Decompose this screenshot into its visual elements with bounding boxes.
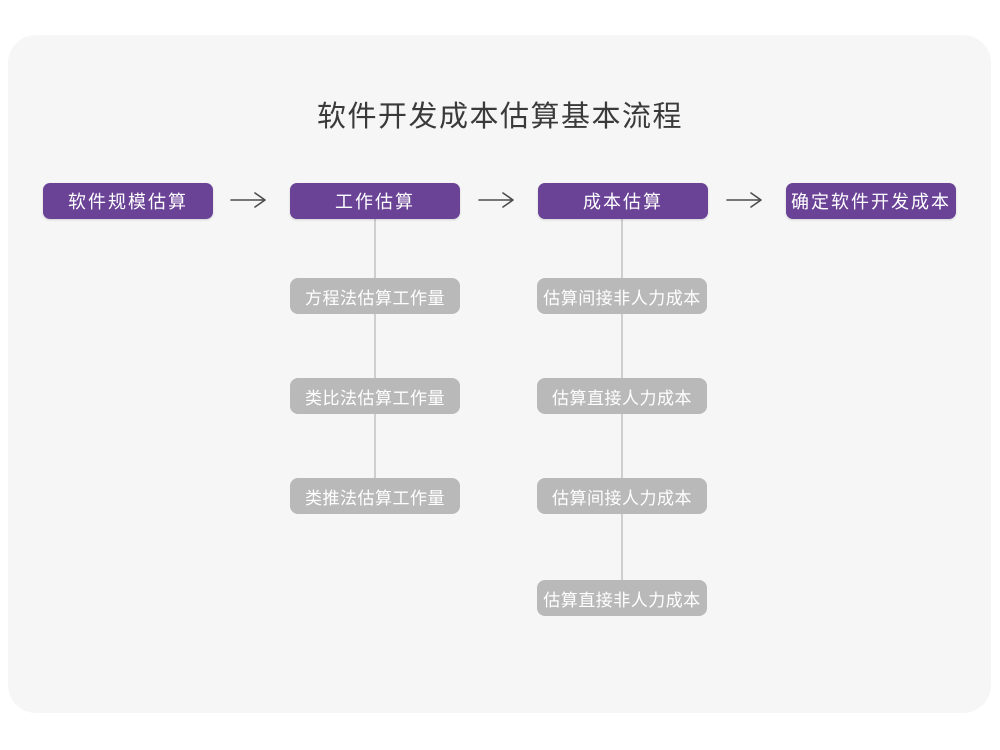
method-analogy-workload: 类比法估算工作量 [290,378,460,414]
stage-label: 软件规模估算 [68,192,188,212]
stage-label: 确定软件开发成本 [791,192,951,212]
sub-node-label: 类比法估算工作量 [305,388,445,408]
right-arrow-icon [726,192,762,208]
stage-label: 工作估算 [335,192,415,212]
connector-line-cost-column [621,218,623,616]
diagram-card-background [8,35,991,713]
sub-node-label: 类推法估算工作量 [305,488,445,508]
diagram-title: 软件开发成本估算基本流程 [316,101,683,133]
cost-direct-labor: 估算直接人力成本 [537,378,707,414]
sub-node-label: 估算直接人力成本 [552,388,692,408]
sub-node-label: 估算间接人力成本 [552,488,692,508]
cost-indirect-non-labor: 估算间接非人力成本 [537,278,707,314]
stage-software-size-estimation: 软件规模估算 [43,183,213,219]
sub-node-label: 估算间接非人力成本 [543,288,701,308]
stage-cost-estimation: 成本估算 [538,183,708,219]
stage-label: 成本估算 [583,192,663,212]
cost-indirect-labor: 估算间接人力成本 [537,478,707,514]
stage-final-development-cost: 确定软件开发成本 [786,183,956,219]
method-equation-workload: 方程法估算工作量 [290,278,460,314]
method-extrapolation-workload: 类推法估算工作量 [290,478,460,514]
stage-effort-estimation: 工作估算 [290,183,460,219]
sub-node-label: 估算直接非人力成本 [543,590,701,610]
cost-direct-non-labor: 估算直接非人力成本 [537,580,707,616]
connector-line-work-column [374,218,376,514]
right-arrow-icon [230,192,266,208]
right-arrow-icon [478,192,514,208]
sub-node-label: 方程法估算工作量 [305,288,445,308]
